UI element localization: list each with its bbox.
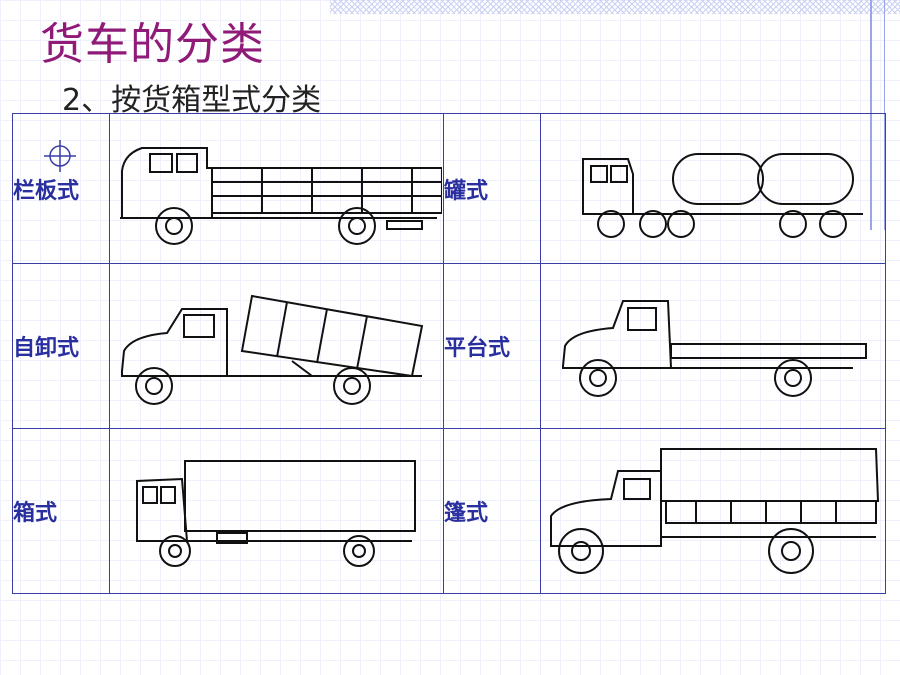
image-cell — [109, 113, 444, 264]
label-cell: 篷式 — [443, 428, 541, 594]
image-cell — [540, 113, 886, 264]
table-row: 栏板式 罐式 — [12, 113, 886, 264]
tanker-truck-drawing — [582, 152, 863, 238]
slide-subtitle: 2、按货箱型式分类 — [62, 83, 322, 118]
stake-truck-drawing — [119, 147, 442, 245]
image-cell — [540, 428, 886, 594]
box-truck-drawing — [135, 460, 416, 567]
label-cell: 罐式 — [443, 113, 541, 264]
table-row: 自卸式 平台式 — [12, 263, 886, 429]
truck-classification-table: 栏板式 罐式 — [12, 113, 886, 594]
table-row: 箱式 篷式 — [12, 428, 886, 594]
image-cell — [109, 263, 444, 429]
canvas-truck-drawing — [549, 448, 879, 574]
label-cell: 栏板式 — [12, 113, 110, 264]
label-cell: 自卸式 — [12, 263, 110, 429]
dump-truck-drawing — [120, 294, 423, 405]
image-cell — [109, 428, 444, 594]
image-cell — [540, 263, 886, 429]
flatbed-truck-drawing — [562, 300, 867, 397]
label-cell: 箱式 — [12, 428, 110, 594]
crosshair-icon — [44, 140, 76, 172]
slide-title: 货车的分类 — [40, 19, 265, 70]
label-cell: 平台式 — [443, 263, 541, 429]
decorative-top-band — [330, 0, 900, 14]
